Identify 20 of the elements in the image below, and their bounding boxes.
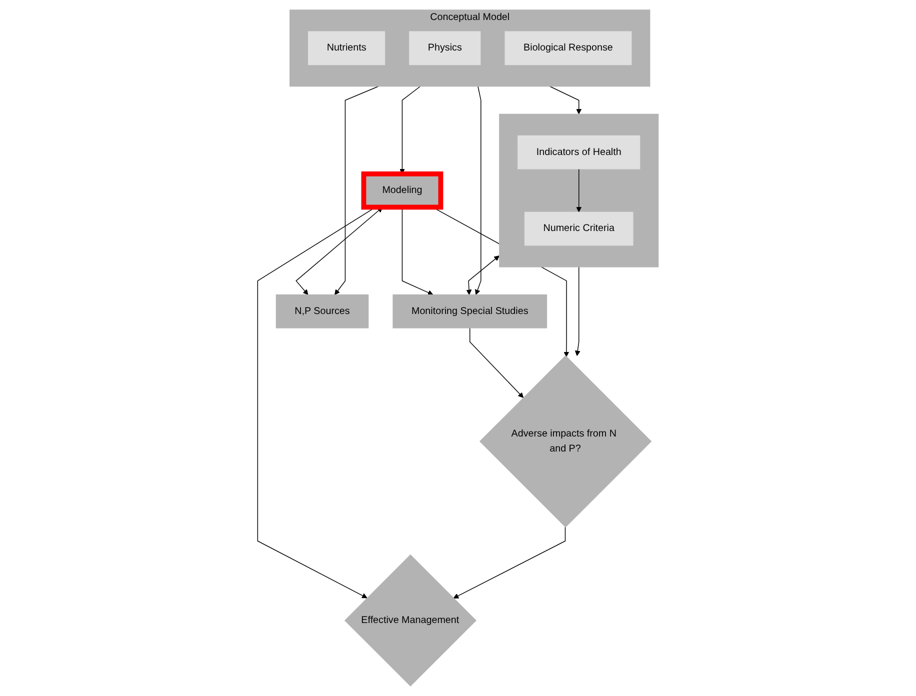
node-box: Nutrients: [308, 31, 386, 66]
arrow: [576, 168, 582, 212]
arrow: [475, 86, 482, 295]
arrow: [334, 86, 379, 295]
node-diamond: Adverse impacts from N and P?: [479, 355, 652, 528]
node-box: Indicators of Health: [518, 135, 640, 170]
arrow: [296, 207, 383, 295]
node-box: Monitoring Special Studies: [392, 294, 548, 328]
node-box: Modeling: [361, 171, 444, 210]
arrow: [574, 266, 580, 356]
arrow: [466, 256, 500, 295]
cluster: [499, 114, 659, 268]
node-diamond: Effective Management: [344, 554, 477, 686]
node-box: Physics: [409, 31, 481, 66]
node-box: Biological Response: [504, 31, 632, 66]
arrow: [470, 328, 524, 398]
arrow: [549, 86, 582, 114]
arrow: [453, 526, 566, 598]
node-box: Numeric Criteria: [524, 212, 634, 246]
node-box: N,P Sources: [276, 294, 369, 328]
